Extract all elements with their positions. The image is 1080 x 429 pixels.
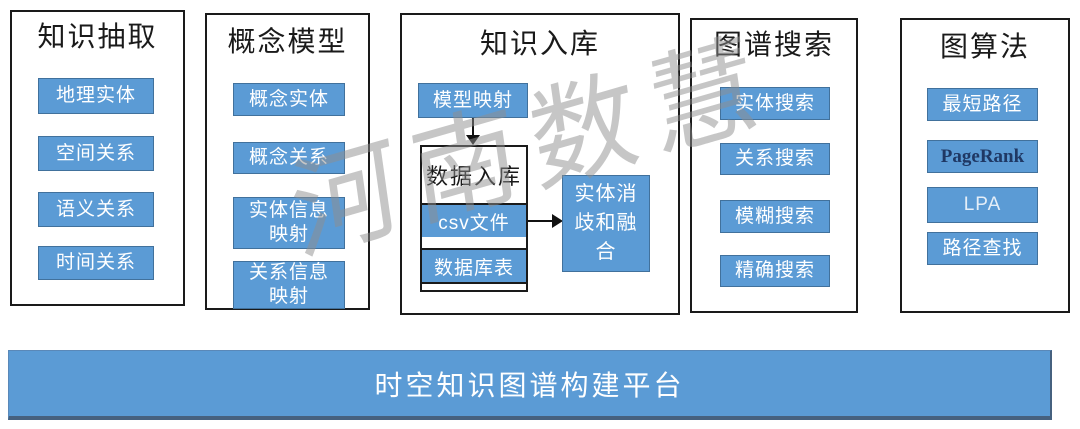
panel-title: 图谱搜索 — [713, 29, 834, 60]
node-label: 数据库表 — [433, 257, 514, 279]
node-pagerank: PageRank — [927, 140, 1038, 173]
divider — [422, 282, 526, 290]
panel-concept-model: 概念模型 概念实体 概念关系 实体信息映射 关系信息映射 — [205, 13, 370, 310]
node-label: 路径查找 — [942, 237, 1023, 259]
platform-bar-label: 时空知识图谱构建平台 — [374, 369, 685, 401]
panel-graph-algorithms: 图算法 最短路径 PageRank LPA 路径查找 — [900, 18, 1070, 313]
node-label: 空间关系 — [55, 142, 136, 164]
node-exact-search: 精确搜索 — [720, 255, 830, 287]
arrow-right-line — [528, 220, 554, 222]
node-concept-relation: 概念关系 — [233, 142, 345, 174]
node-semantic-relation: 语义关系 — [38, 192, 154, 227]
node-label: 模糊搜索 — [734, 205, 815, 227]
node-label: 关系搜索 — [734, 148, 815, 170]
node-label: 概念实体 — [248, 88, 329, 110]
data-ingestion-header: 数据入库 — [422, 147, 526, 205]
arrow-down-icon — [466, 135, 480, 145]
arrow-down-line — [472, 118, 474, 135]
node-label: 实体消歧和融合 — [574, 183, 638, 263]
node-csv-file: csv文件 — [422, 205, 526, 237]
node-label: 时间关系 — [55, 252, 136, 274]
node-lpa: LPA — [927, 187, 1038, 223]
node-spatial-relation: 空间关系 — [38, 136, 154, 171]
panel-title: 知识入库 — [479, 28, 600, 59]
panel-title: 知识抽取 — [37, 21, 158, 52]
panel-graph-search: 图谱搜索 实体搜索 关系搜索 模糊搜索 精确搜索 — [690, 18, 858, 313]
node-shortest-path: 最短路径 — [927, 88, 1038, 121]
node-db-table: 数据库表 — [422, 250, 526, 282]
node-entity-info-mapping: 实体信息映射 — [233, 197, 345, 249]
panel-knowledge-ingestion: 知识入库 模型映射 数据入库 csv文件 数据库表 实体消歧和融合 — [400, 13, 680, 315]
node-label: 精确搜索 — [734, 260, 815, 282]
node-geo-entity: 地理实体 — [38, 78, 154, 114]
node-label: PageRank — [940, 145, 1025, 167]
node-label: 语义关系 — [55, 198, 136, 220]
node-label: csv文件 — [438, 212, 510, 234]
node-label: 地理实体 — [55, 85, 136, 107]
node-relation-info-mapping: 关系信息映射 — [233, 261, 345, 309]
panel-title: 图算法 — [939, 31, 1030, 62]
node-label: 模型映射 — [432, 89, 513, 111]
node-label: LPA — [963, 194, 1002, 216]
node-time-relation: 时间关系 — [38, 246, 154, 280]
node-entity-disambiguation-fusion: 实体消歧和融合 — [562, 175, 650, 272]
node-relation-search: 关系搜索 — [720, 143, 830, 175]
node-label: 关系信息映射 — [248, 262, 329, 307]
node-concept-entity: 概念实体 — [233, 83, 345, 116]
node-entity-search: 实体搜索 — [720, 87, 830, 120]
node-model-mapping: 模型映射 — [418, 83, 528, 118]
panel-title: 概念模型 — [227, 26, 348, 57]
node-label: 概念关系 — [248, 147, 329, 169]
node-path-finding: 路径查找 — [927, 232, 1038, 265]
arrow-right-icon — [552, 214, 563, 228]
platform-bar: 时空知识图谱构建平台 — [8, 350, 1052, 420]
divider — [422, 237, 526, 250]
node-fuzzy-search: 模糊搜索 — [720, 200, 830, 233]
panel-knowledge-extraction: 知识抽取 地理实体 空间关系 语义关系 时间关系 — [10, 10, 185, 306]
node-label: 实体搜索 — [734, 92, 815, 114]
node-label: 最短路径 — [942, 93, 1023, 115]
node-label: 实体信息映射 — [248, 200, 329, 245]
group-data-ingestion: 数据入库 csv文件 数据库表 — [420, 145, 528, 292]
